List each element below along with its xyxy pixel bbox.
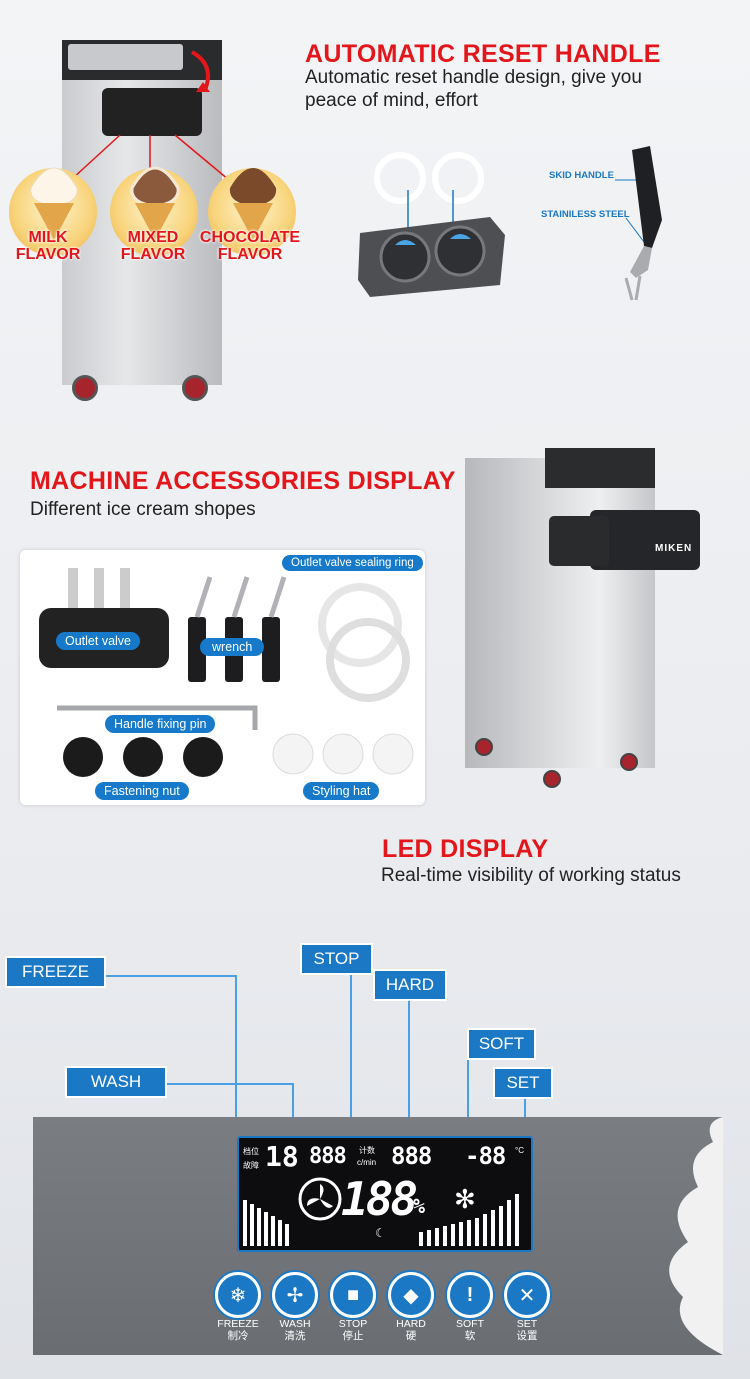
outlet-valve-label: Outlet valve: [56, 632, 141, 650]
freeze-tag: FREEZE: [7, 958, 104, 986]
stop-square-icon: ■: [346, 1283, 360, 1306]
wrench-label: wrench: [200, 638, 265, 656]
freeze-button[interactable]: ❄: [215, 1272, 261, 1318]
stainless-steel-label: STAINILESS STEEL: [541, 209, 630, 220]
section1-title: AUTOMATIC RESET HANDLE: [305, 40, 661, 68]
skid-handle-label: SKID HANDLE: [549, 170, 614, 181]
hard-button[interactable]: ◆: [388, 1272, 434, 1318]
soft-tag: SOFT: [469, 1030, 534, 1058]
fan-button-icon: ✢: [286, 1284, 304, 1307]
freeze-connector: [104, 975, 236, 977]
wrench-image: [188, 576, 287, 682]
soft-serve-icon: !: [466, 1283, 474, 1306]
level-bars-right: [419, 1194, 519, 1246]
wash-tag: WASH: [67, 1068, 165, 1096]
styling-hat-image: [272, 733, 414, 775]
wash-button[interactable]: ✢: [272, 1272, 318, 1318]
hard-tag: HARD: [375, 971, 445, 999]
set-tag: SET: [495, 1069, 551, 1097]
cone-hard-icon: ◆: [403, 1284, 419, 1307]
count-value: 888: [309, 1144, 347, 1169]
temp1-value: 888: [391, 1142, 432, 1170]
gear-label: 档位: [243, 1147, 259, 1156]
gear-value: 18: [265, 1140, 299, 1173]
machine-image-side: [465, 448, 700, 793]
chocolate-flavor-label: CHOCOLATE FLAVOR: [199, 229, 301, 263]
ice-cream-logo-icon: [669, 1117, 723, 1355]
section1-subtitle: Automatic reset handle design, give you …: [305, 67, 642, 111]
moon-icon: ☾: [375, 1226, 386, 1240]
chocolate-cone-icon: [229, 168, 277, 240]
mixed-flavor-label: MIXED FLAVOR: [120, 229, 186, 263]
mixed-cone-icon: [130, 166, 180, 240]
stop-button[interactable]: ■: [330, 1272, 376, 1318]
milk-flavor-label: MILK FLAVOR: [15, 229, 81, 263]
count-label: 计数: [359, 1146, 375, 1155]
fixing-pin-image: [57, 705, 258, 730]
tools-icon: ✕: [518, 1284, 536, 1307]
section2-subtitle: Different ice cream shopes: [30, 499, 256, 520]
set-button[interactable]: ✕: [504, 1272, 550, 1318]
fastening-nut-image: [63, 737, 223, 777]
fixing-pin-label: Handle fixing pin: [105, 715, 216, 733]
temp2-value: -88: [465, 1142, 506, 1170]
fan-icon: [298, 1177, 342, 1221]
styling-hat-label: Styling hat: [303, 782, 380, 800]
milk-cone-icon: [30, 167, 78, 240]
per-min-label: c/min: [357, 1158, 377, 1167]
section3-title: LED DISPLAY: [382, 835, 549, 863]
fault-label: 故障: [243, 1161, 259, 1170]
snowflake-icon: ✻: [454, 1184, 476, 1214]
skid-handle-image: [615, 146, 662, 301]
reset-handle-parts: [358, 152, 505, 297]
wash-connector: [165, 1083, 293, 1085]
section3-subtitle: Real-time visibility of working status: [381, 865, 681, 886]
temp-unit: °C: [515, 1146, 524, 1155]
fastening-nut-label: Fastening nut: [95, 782, 189, 800]
percent-sign: %: [413, 1194, 426, 1218]
accessories-panel: Outlet valve wrench Outlet valve sealing…: [20, 550, 425, 805]
outlet-valve-image: [39, 568, 169, 668]
soft-button[interactable]: !: [447, 1272, 493, 1318]
sealing-ring-image: [318, 583, 410, 702]
brand-label: MIKEN: [655, 543, 693, 554]
percent-value: 188: [341, 1172, 418, 1226]
sealing-ring-label: Outlet valve sealing ring: [282, 555, 423, 571]
lcd-display: 档位 故障 18 888 计数 c/min 888 -88 °C 188 % ✻…: [237, 1136, 533, 1252]
stop-tag: STOP: [302, 945, 371, 973]
snowflake-button-icon: ❄: [229, 1284, 247, 1307]
section2-title: MACHINE ACCESSORIES DISPLAY: [30, 467, 456, 495]
level-bars-left: [243, 1200, 289, 1246]
